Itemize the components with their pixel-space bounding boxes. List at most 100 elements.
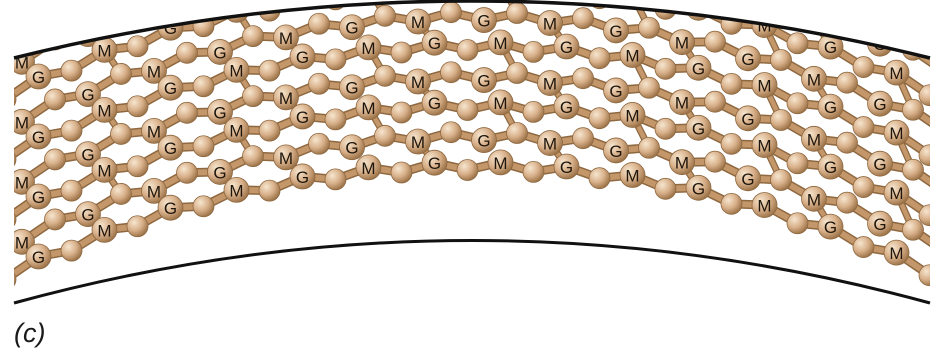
sugar-bead bbox=[589, 48, 610, 69]
sugar-bead bbox=[853, 57, 874, 78]
glucosamine-bead-label: G bbox=[741, 50, 754, 69]
muramic-bead-label: M bbox=[543, 135, 557, 154]
sugar-bead bbox=[111, 123, 132, 144]
sugar-bead bbox=[903, 99, 924, 120]
glucosamine-bead-label: G bbox=[609, 22, 622, 41]
glucosamine-bead-label: G bbox=[296, 108, 309, 127]
sugar-bead bbox=[507, 63, 528, 84]
sugar-bead bbox=[111, 3, 132, 24]
sugar-bead bbox=[325, 49, 346, 70]
glucosamine-bead-label: G bbox=[560, 98, 573, 117]
sugar-bead bbox=[457, 160, 478, 181]
sugar-bead bbox=[523, 41, 544, 62]
sugar-bead bbox=[0, 209, 16, 230]
sugar-bead bbox=[837, 192, 858, 213]
muramic-bead-label: M bbox=[493, 154, 507, 173]
sugar-bead bbox=[375, 5, 396, 26]
muramic-bead bbox=[934, 240, 945, 265]
glucosamine-bead-label: G bbox=[296, 168, 309, 187]
glucosamine-bead-label: G bbox=[428, 154, 441, 173]
glucosamine-bead-label: G bbox=[873, 215, 886, 234]
sugar-bead bbox=[771, 170, 792, 191]
glucosamine-bead-label: G bbox=[345, 139, 358, 158]
sugar-bead bbox=[787, 153, 808, 174]
sugar-bead bbox=[45, 209, 66, 230]
sugar-bead bbox=[0, 149, 16, 170]
sugar-bead bbox=[639, 137, 660, 158]
glucosamine-bead-label: G bbox=[32, 68, 45, 87]
sugar-bead bbox=[457, 100, 478, 121]
sugar-bead bbox=[309, 133, 330, 154]
muramic-bead-label: M bbox=[675, 34, 689, 53]
muramic-bead bbox=[934, 180, 945, 205]
glucosamine-bead-label: G bbox=[873, 95, 886, 114]
muramic-bead bbox=[802, 6, 827, 31]
sugar-bead bbox=[457, 40, 478, 61]
muramic-bead-label: M bbox=[97, 221, 111, 240]
sugar-bead bbox=[391, 42, 412, 63]
glucosamine-bead-label: G bbox=[428, 34, 441, 53]
glucosamine-bead-label: G bbox=[741, 110, 754, 129]
muramic-bead-label: M bbox=[279, 89, 293, 108]
sugar-bead bbox=[787, 33, 808, 54]
sugar-bead bbox=[243, 146, 264, 167]
glucosamine-bead-label: G bbox=[560, 158, 573, 177]
sugar-bead bbox=[523, 101, 544, 122]
sugar-bead bbox=[111, 183, 132, 204]
muramic-bead-label: M bbox=[279, 149, 293, 168]
glucosamine-bead-label: G bbox=[213, 103, 226, 122]
muramic-bead-label: M bbox=[97, 41, 111, 60]
sugar-bead bbox=[309, 73, 330, 94]
muramic-bead-label: M bbox=[361, 159, 375, 178]
sugar-bead bbox=[919, 85, 940, 106]
muramic-bead-label: M bbox=[807, 190, 821, 209]
glucosamine-bead-label: G bbox=[164, 199, 177, 218]
glucosamine-bead-label: G bbox=[824, 38, 837, 57]
sugar-bead bbox=[127, 36, 148, 57]
muramic-bead-label: M bbox=[97, 161, 111, 180]
muramic-bead-label: M bbox=[361, 39, 375, 58]
sugar-bead bbox=[259, 120, 280, 141]
muramic-bead-label: M bbox=[889, 244, 903, 263]
sugar-bead bbox=[507, 123, 528, 144]
sugar-bead bbox=[787, 213, 808, 234]
sugar-bead bbox=[705, 91, 726, 112]
sugar-bead bbox=[61, 120, 82, 141]
sugar-bead bbox=[61, 60, 82, 81]
peptide-cross-bridge bbox=[682, 0, 699, 8]
sugar-bead bbox=[441, 2, 462, 23]
muramic-bead-label: M bbox=[411, 13, 425, 32]
sugar-bead bbox=[721, 13, 742, 34]
sugar-bead bbox=[375, 125, 396, 146]
sugar-bead bbox=[853, 237, 874, 258]
muramic-bead-label: M bbox=[625, 0, 639, 5]
muramic-bead-label: M bbox=[757, 137, 771, 156]
glucosamine-bead-label: G bbox=[164, 79, 177, 98]
glucosamine-bead-label: G bbox=[692, 59, 705, 78]
glucosamine-bead-label: G bbox=[428, 94, 441, 113]
sugar-bead bbox=[837, 72, 858, 93]
sugar-bead bbox=[771, 0, 792, 11]
sugar-bead bbox=[771, 50, 792, 71]
muramic-bead-label: M bbox=[543, 15, 557, 34]
sugar-bead bbox=[771, 110, 792, 131]
muramic-bead-label: M bbox=[493, 94, 507, 113]
sugar-bead bbox=[853, 117, 874, 138]
sugar-bead bbox=[325, 169, 346, 190]
muramic-bead-label: M bbox=[757, 197, 771, 216]
muramic-bead-label: M bbox=[889, 124, 903, 143]
sugar-bead bbox=[573, 68, 594, 89]
glucosamine-bead-label: G bbox=[81, 146, 94, 165]
glucosamine-bead-label: G bbox=[81, 206, 94, 225]
glucosamine-bead-label: G bbox=[692, 119, 705, 138]
glucosamine-bead-label: G bbox=[692, 179, 705, 198]
muramic-bead-label: M bbox=[147, 122, 161, 141]
glucosamine-bead bbox=[208, 0, 233, 4]
muramic-bead-label: M bbox=[147, 62, 161, 81]
muramic-bead-label: M bbox=[807, 70, 821, 89]
muramic-bead-label: M bbox=[889, 64, 903, 83]
glucosamine-bead-label: G bbox=[477, 12, 490, 31]
sugar-bead bbox=[787, 93, 808, 114]
sugar-bead bbox=[243, 26, 264, 47]
